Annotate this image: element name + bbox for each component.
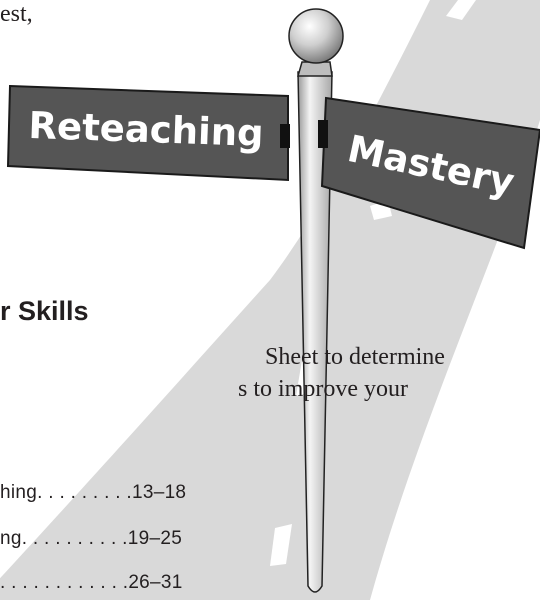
toc-row-leader: . . . . . . . . . . . .: [0, 572, 129, 593]
toc-row-leader: . . . . . . . . . .: [21, 528, 128, 549]
toc-row-pages: 19–25: [127, 528, 183, 549]
toc-row-pages: 13–18: [131, 482, 187, 503]
toc-row-label: ng: [0, 528, 22, 549]
toc-row[interactable]: hing. . . . . . . . .13–18: [0, 482, 186, 504]
mastery-sign: Mastery: [320, 96, 540, 250]
sign-bracket: [318, 120, 328, 148]
top-text-fragment: est,: [0, 1, 33, 27]
reteaching-sign-label: Reteaching: [28, 104, 264, 155]
body-line-2: s to improve your: [238, 376, 408, 402]
sign-bracket: [280, 124, 290, 148]
toc-row-label: hing: [0, 482, 38, 503]
toc-row-leader: . . . . . . . . .: [37, 482, 132, 503]
mastery-sign-panel: [320, 96, 540, 250]
road-dash: [446, 0, 476, 20]
toc-row[interactable]: . . . . . . . . . . . .26–31: [0, 572, 183, 594]
toc-row-pages: 26–31: [128, 572, 183, 593]
road-dash: [270, 524, 292, 566]
reteaching-sign-panel: [6, 84, 289, 182]
toc-row[interactable]: ng. . . . . . . . . .19–25: [0, 528, 182, 550]
reteaching-sign: Reteaching: [6, 84, 289, 182]
body-line-1: Sheet to determine: [265, 344, 445, 370]
section-heading: r Skills: [0, 296, 89, 326]
pole-collar: [297, 61, 333, 77]
signpost-pole: [297, 71, 333, 593]
pole-ball: [288, 8, 344, 64]
